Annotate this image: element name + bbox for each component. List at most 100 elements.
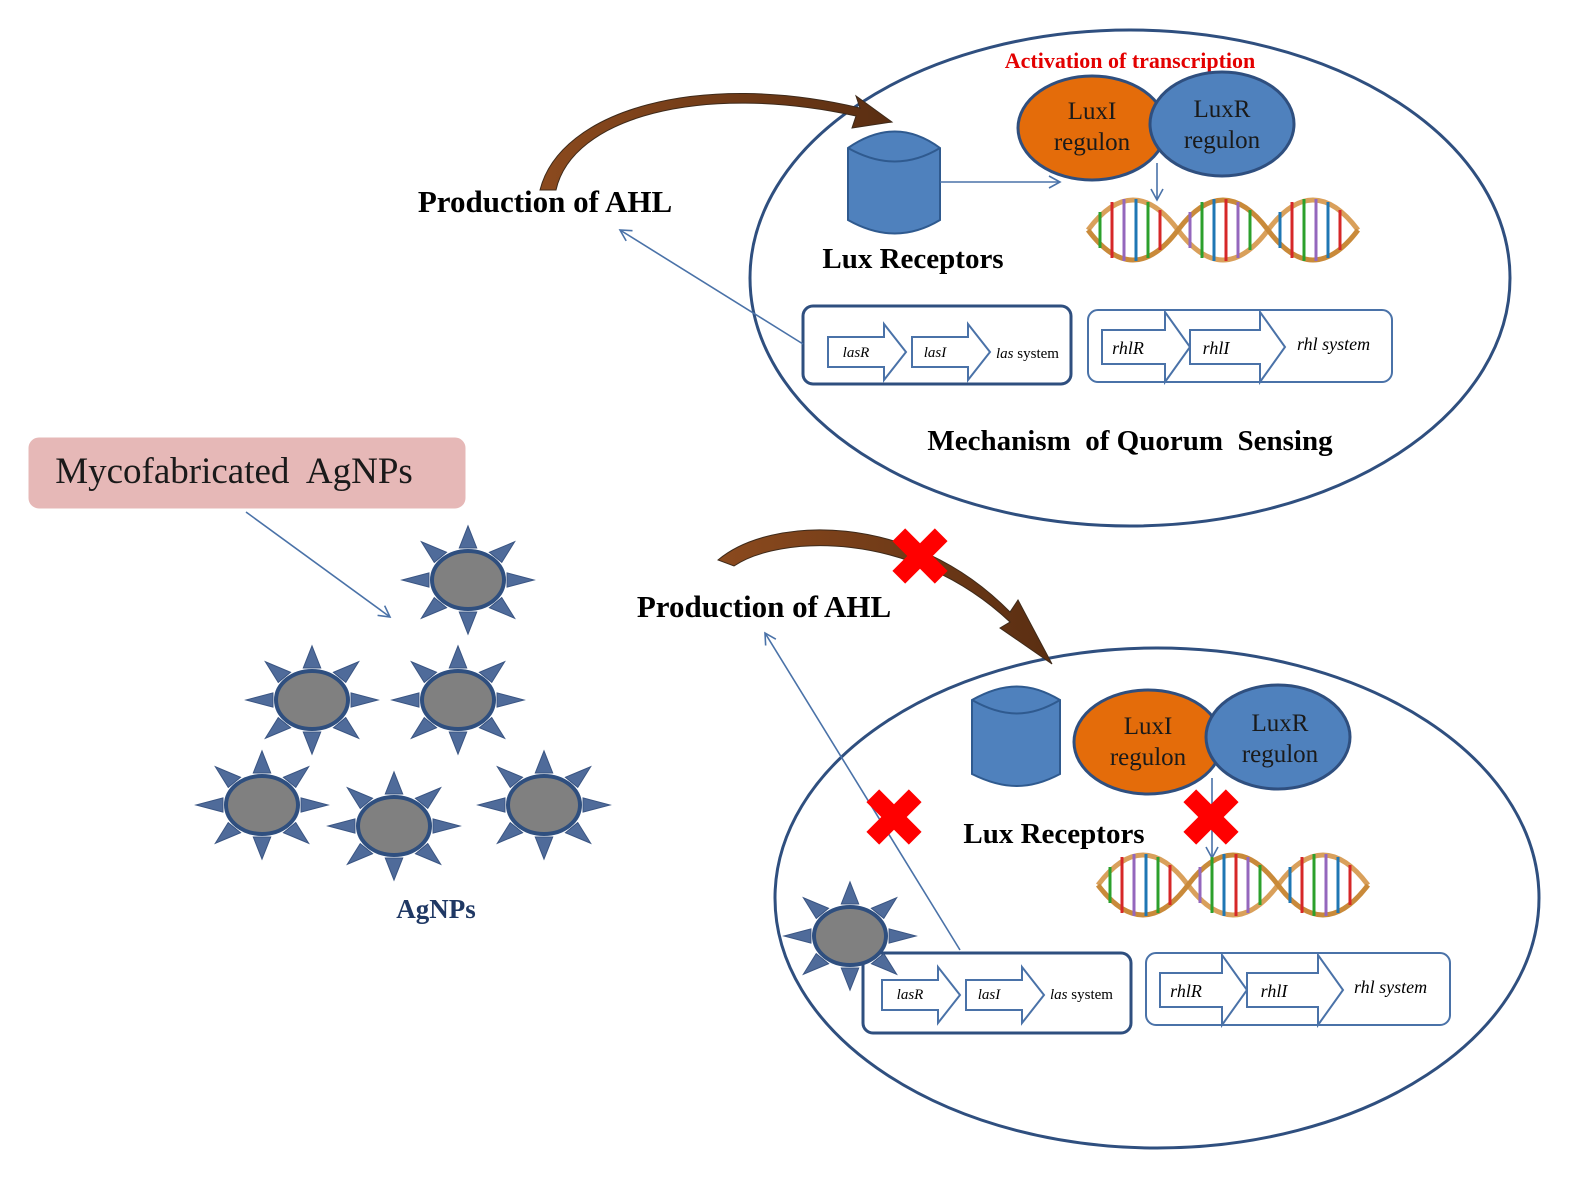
cross-icon-ahl-block (892, 528, 948, 584)
top-activation-label: Activation of transcription (1005, 48, 1256, 73)
bottom-las-system-label: las system (1050, 987, 1113, 1003)
particle-spike (534, 836, 554, 861)
bottom-lasR-label: lasR (897, 987, 924, 1003)
particle-spike (282, 821, 310, 845)
label-to-particles-arrow (245, 511, 392, 618)
particle-spike (264, 716, 292, 740)
agnp-particle-2 (244, 644, 380, 756)
bottom-dna-helix-icon (1098, 854, 1368, 916)
top-ahl-curved-arrow (539, 93, 894, 191)
bottom-rhlI-label: rhlI (1261, 981, 1289, 1001)
particle-body (356, 795, 432, 857)
particle-body (812, 905, 888, 967)
bottom-rhlI-gene-arrow (1246, 951, 1345, 1029)
top-luxR-line2: regulon (1184, 127, 1261, 154)
particle-spike (326, 818, 356, 834)
bottom-cell-ellipse (773, 646, 1541, 1150)
bottom-production-label: Production of AHL (637, 589, 891, 624)
cross-icon-las-block (866, 789, 922, 845)
particle-spike (302, 644, 322, 669)
agnp-particle-5 (326, 770, 462, 882)
particle-spike (448, 644, 468, 669)
bottom-luxR-line1: LuxR (1252, 710, 1309, 737)
bottom-rhlR-gene-arrow (1159, 951, 1249, 1029)
particle-spike (564, 765, 592, 789)
particle-body (430, 549, 506, 611)
bottom-lasI-gene-arrow (965, 964, 1046, 1026)
particle-spike (420, 596, 448, 620)
bottom-receptor-label: Lux Receptors (963, 818, 1144, 850)
mycofabricated-label: Mycofabricated AgNPs (55, 451, 413, 492)
top-luxR-line1: LuxR (1194, 96, 1251, 123)
bottom-rhlR-label: rhlR (1170, 981, 1202, 1001)
top-luxI-regulon (1016, 74, 1168, 182)
particle-spike (840, 880, 860, 905)
particle-spike (496, 765, 524, 789)
particle-spike (870, 952, 898, 976)
top-las-italic: las (996, 346, 1014, 362)
particle-body (274, 669, 350, 731)
top-receptor-cylinder-icon (847, 130, 941, 235)
particle-body (506, 774, 582, 836)
top-dna-helix-icon (1088, 199, 1358, 261)
top-luxI-line1: LuxI (1068, 98, 1117, 125)
top-rhlR-label: rhlR (1112, 338, 1144, 358)
particle-spike (414, 786, 442, 810)
top-rhlR-gene-arrow (1101, 308, 1192, 386)
particle-spike (414, 842, 442, 866)
particle-spike (400, 572, 430, 588)
top-luxR-regulon (1148, 70, 1296, 178)
top-production-label: Production of AHL (418, 184, 672, 219)
agnp-particle-in-cell (782, 880, 918, 992)
bottom-rhl-system-label: rhl system (1354, 977, 1427, 997)
particle-spike (302, 731, 322, 756)
particle-spike (214, 765, 242, 789)
agnps-label: AgNPs (396, 894, 476, 924)
particle-spike (488, 596, 516, 620)
top-receptor-label: Lux Receptors (822, 243, 1003, 275)
particle-spike (390, 692, 420, 708)
cross-icon-transcription-block (1183, 789, 1239, 845)
agnps-particle-cluster (194, 524, 612, 882)
particle-spike (582, 797, 612, 813)
agnp-particle-4 (194, 749, 330, 861)
bottom-luxI-line2: regulon (1110, 744, 1187, 771)
agnp-particle-3 (390, 644, 526, 756)
particle-spike (410, 716, 438, 740)
particle-spike (346, 842, 374, 866)
particle-spike (252, 836, 272, 861)
top-rhlI-gene-arrow (1189, 308, 1287, 386)
bottom-receptor-cylinder-icon (971, 685, 1061, 787)
particle-spike (476, 797, 506, 813)
particle-spike (332, 716, 360, 740)
top-lasR-label: lasR (843, 345, 870, 361)
particle-spike (802, 952, 830, 976)
top-cell-ellipse (748, 28, 1512, 528)
bottom-ahl-curved-arrow (717, 529, 1053, 665)
particle-spike (300, 797, 330, 813)
bottom-las-suffix: system (1071, 987, 1113, 1003)
mycofabricated-label-box (28, 437, 466, 509)
particle-spike (534, 749, 554, 774)
particle-spike (244, 692, 274, 708)
bottom-las-italic: las (1050, 987, 1068, 1003)
agnp-particle-6 (476, 749, 612, 861)
particle-spike (802, 896, 830, 920)
particle-spike (332, 660, 360, 684)
particle-spike (840, 967, 860, 992)
bottom-luxR-line2: regulon (1242, 741, 1319, 768)
bottom-luxI-line1: LuxI (1124, 713, 1173, 740)
particle-spike (488, 540, 516, 564)
particle-spike (264, 660, 292, 684)
top-las-suffix: system (1017, 346, 1059, 362)
bottom-lasR-gene-arrow (881, 964, 962, 1026)
particle-spike (448, 731, 468, 756)
particle-spike (888, 928, 918, 944)
top-mechanism-label: Mechanism of Quorum Sensing (927, 425, 1333, 457)
top-lasI-gene-arrow (911, 321, 992, 383)
top-las-to-ahl-arrow (618, 229, 804, 345)
bottom-agnp-particle (782, 880, 918, 992)
particle-spike (346, 786, 374, 810)
particle-spike (194, 797, 224, 813)
